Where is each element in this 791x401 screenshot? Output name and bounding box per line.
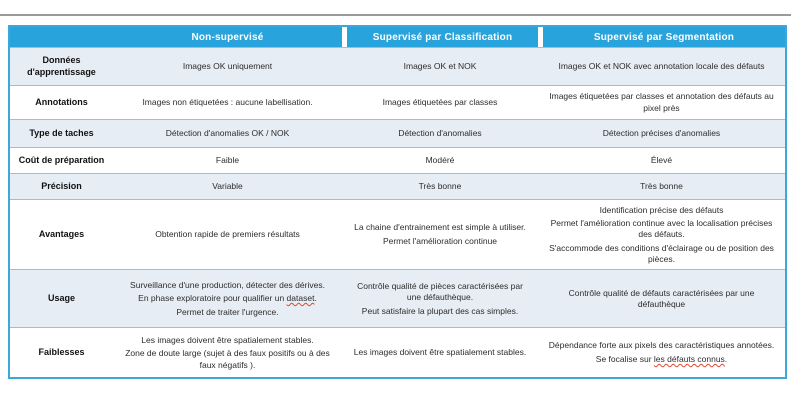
cell-type-de-taches-col3: Détection précises d'anomalies — [538, 119, 785, 147]
cell-paragraph: Détection d'anomalies — [398, 127, 482, 138]
cell-paragraph: Images OK uniquement — [182, 60, 273, 71]
table-row-usage: Usage Surveillance d'une production, déte… — [10, 269, 785, 328]
slide-top-border — [0, 14, 791, 16]
cell-usage-col1: Surveillance d'une production, détecter … — [113, 269, 342, 328]
header-corner-cell — [10, 27, 113, 47]
cell-cout-de-preparation-col2: Modéré — [342, 147, 538, 173]
cell-usage-col2: Contrôle qualité de pièces caractérisées… — [342, 269, 538, 328]
row-label-annotations: Annotations — [10, 85, 113, 119]
column-header-1: Non-supervisé — [113, 27, 342, 47]
spellcheck-underline: dataset — [286, 293, 315, 304]
cell-type-de-taches-col1: Détection d'anomalies OK / NOK — [113, 119, 342, 147]
cell-annotations-col2: Images étiquetées par classes — [342, 85, 538, 119]
column-header-2: Supervisé par Classification — [342, 27, 538, 47]
cell-paragraph: Se focalise sur les défauts connus. — [595, 353, 728, 364]
cell-avantages-col2: La chaine d'entrainement est simple à ut… — [342, 199, 538, 270]
cell-avantages-col1: Obtention rapide de premiers résultats — [113, 199, 342, 270]
cell-paragraph: Contrôle qualité de pièces caractérisées… — [357, 280, 523, 302]
cell-paragraph: Images étiquetées par classes — [382, 96, 498, 107]
cell-annotations-col3: Images étiquetées par classes et annotat… — [538, 85, 785, 119]
cell-paragraph: Permet l'amélioration continue avec la l… — [550, 218, 773, 240]
cell-precision-col2: Très bonne — [342, 173, 538, 199]
cell-donnees-apprentissage-col1: Images OK uniquement — [113, 47, 342, 85]
table-row-annotations: Annotations Images non étiquetées : aucun… — [10, 85, 785, 119]
cell-paragraph: Faible — [215, 154, 240, 165]
cell-paragraph: Permet l'amélioration continue — [382, 235, 498, 246]
table-row-precision: Précision Variable Très bonne Très bonne — [10, 173, 785, 199]
cell-paragraph: Modéré — [425, 154, 455, 165]
cell-annotations-col1: Images non étiquetées : aucune labellisa… — [113, 85, 342, 119]
cell-paragraph: Images non étiquetées : aucune labellisa… — [142, 96, 313, 107]
cell-paragraph: Très bonne — [418, 180, 462, 191]
cell-paragraph: Contrôle qualité de défauts caractérisée… — [568, 287, 755, 309]
cell-precision-col3: Très bonne — [538, 173, 785, 199]
row-label-precision: Précision — [10, 173, 113, 199]
column-header-3: Supervisé par Segmentation — [538, 27, 785, 47]
cell-faiblesses-col2: Les images doivent être spatialement sta… — [342, 327, 538, 378]
table-row-faiblesses: Faiblesses Les images doivent être spatia… — [10, 327, 785, 378]
spellcheck-underline: les défauts connus — [653, 353, 725, 364]
cell-paragraph: Les images doivent être spatialement sta… — [141, 334, 314, 345]
row-label-faiblesses: Faiblesses — [10, 327, 113, 378]
cell-donnees-apprentissage-col3: Images OK et NOK avec annotation locale … — [538, 47, 785, 85]
cell-paragraph: Les images doivent être spatialement sta… — [353, 347, 527, 358]
cell-paragraph: Dépendance forte aux pixels des caractér… — [548, 340, 775, 351]
table-body: Données d'apprentissage Images OK uniquem… — [10, 47, 785, 378]
cell-paragraph: S'accommode des conditions d'éclairage o… — [549, 242, 774, 264]
cell-paragraph: Peut satisfaire la plupart des cas simpl… — [361, 305, 519, 316]
cell-donnees-apprentissage-col2: Images OK et NOK — [342, 47, 538, 85]
cell-paragraph: Zone de doute large (sujet à des faux po… — [125, 348, 330, 370]
cell-paragraph: Permet de traiter l'urgence. — [176, 306, 279, 317]
cell-paragraph: Images étiquetées par classes et annotat… — [549, 91, 774, 113]
cell-paragraph: En phase exploratoire pour qualifier un … — [138, 293, 317, 304]
cell-cout-de-preparation-col1: Faible — [113, 147, 342, 173]
cell-paragraph: Détection d'anomalies OK / NOK — [165, 127, 290, 138]
cell-faiblesses-col1: Les images doivent être spatialement sta… — [113, 327, 342, 378]
row-label-cout-de-preparation: Coût de préparation — [10, 147, 113, 173]
table-row-type-de-taches: Type de taches Détection d'anomalies OK /… — [10, 119, 785, 147]
cell-paragraph: Très bonne — [640, 180, 683, 191]
cell-paragraph: Élevé — [650, 154, 673, 165]
row-label-usage: Usage — [10, 269, 113, 328]
cell-paragraph: Détection précises d'anomalies — [602, 127, 721, 138]
cell-paragraph: Identification précise des défauts — [599, 204, 724, 215]
row-label-type-de-taches: Type de taches — [10, 119, 113, 147]
table-row-avantages: Avantages Obtention rapide de premiers ré… — [10, 199, 785, 270]
cell-paragraph: Surveillance d'une production, détecter … — [130, 279, 325, 290]
table-row-cout-de-preparation: Coût de préparation Faible Modéré Élevé — [10, 147, 785, 173]
cell-faiblesses-col3: Dépendance forte aux pixels des caractér… — [538, 327, 785, 378]
cell-paragraph: Obtention rapide de premiers résultats — [155, 229, 300, 240]
cell-type-de-taches-col2: Détection d'anomalies — [342, 119, 538, 147]
cell-paragraph: Images OK et NOK — [403, 60, 477, 71]
row-label-avantages: Avantages — [10, 199, 113, 270]
cell-paragraph: Images OK et NOK avec annotation locale … — [558, 60, 765, 71]
row-label-donnees-apprentissage: Données d'apprentissage — [10, 47, 113, 85]
table-row-donnees-apprentissage: Données d'apprentissage Images OK uniquem… — [10, 47, 785, 85]
cell-precision-col1: Variable — [113, 173, 342, 199]
cell-paragraph: La chaine d'entrainement est simple à ut… — [354, 222, 526, 233]
cell-paragraph: Variable — [212, 180, 243, 191]
cell-usage-col3: Contrôle qualité de défauts caractérisée… — [538, 269, 785, 328]
cell-cout-de-preparation-col3: Élevé — [538, 147, 785, 173]
